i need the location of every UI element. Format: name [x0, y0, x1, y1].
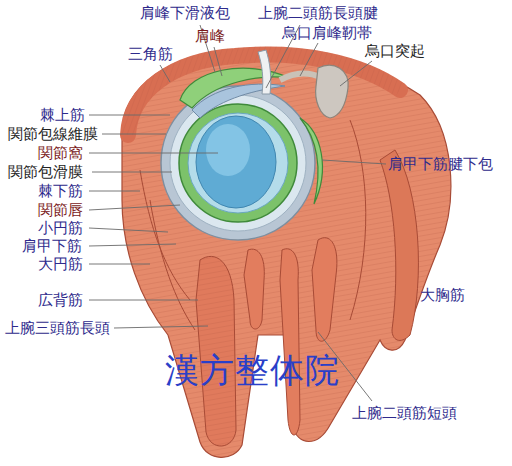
part-label: 肩甲下筋	[22, 237, 82, 255]
part-label: 関節包滑膜	[8, 163, 83, 181]
part-label: 広背筋	[38, 291, 83, 309]
part-label: 肩甲下筋腱下包	[388, 155, 493, 173]
part-label: 関節包線維膜	[8, 125, 98, 143]
part-label: 三角筋	[128, 45, 173, 63]
part-label: 肩峰下滑液包	[140, 4, 230, 22]
part-label: 関節窩	[38, 144, 83, 162]
part-label: 烏口肩峰靭帯	[282, 24, 372, 42]
part-label: 上腕三頭筋長頭	[5, 319, 110, 337]
part-label: 烏口突起	[365, 42, 425, 60]
part-label: 棘下筋	[38, 182, 83, 200]
part-label: 上腕二頭筋長頭腱	[258, 4, 378, 22]
part-label: 関節唇	[38, 201, 83, 219]
part-label: 肩峰	[195, 27, 225, 45]
part-label: 大胸筋	[420, 286, 465, 304]
part-label: 上腕二頭筋短頭	[352, 404, 457, 422]
watermark: 漢方整体院	[165, 350, 340, 390]
part-label: 棘上筋	[40, 106, 85, 124]
part-label: 大円筋	[38, 255, 83, 273]
part-label: 小円筋	[38, 219, 83, 237]
